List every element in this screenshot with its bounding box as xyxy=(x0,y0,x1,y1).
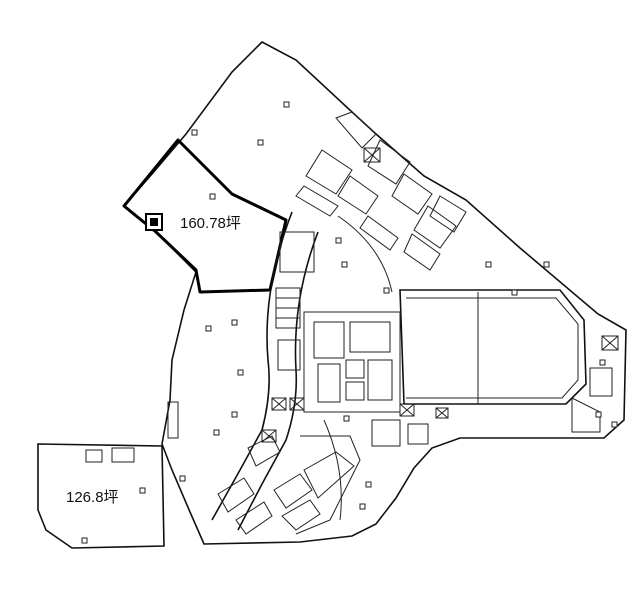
lower-wing-frame xyxy=(295,435,361,535)
main-hall xyxy=(399,289,587,405)
left-column-strip xyxy=(167,401,179,439)
left-unit-fixture-1 xyxy=(111,447,135,463)
inner-arc-right xyxy=(337,215,393,293)
lower-wing-rooms xyxy=(217,435,355,535)
wing-rooms xyxy=(305,111,467,271)
inner-ring-inner xyxy=(237,231,319,531)
right-lower-rooms xyxy=(371,367,613,447)
core-room-2 xyxy=(349,321,391,353)
elev-left xyxy=(277,339,301,371)
unit-a-outline xyxy=(122,138,288,294)
core-room-3 xyxy=(317,363,341,403)
core-room-5 xyxy=(367,359,393,401)
wing-corridor xyxy=(295,185,399,251)
inner-ring-outer xyxy=(211,211,293,521)
shaft-group xyxy=(261,147,619,443)
unit-a-area-label: 160.78坪 xyxy=(180,215,241,232)
core-room-6 xyxy=(345,381,365,401)
unit-b-outline xyxy=(37,443,165,549)
core-room-1 xyxy=(313,321,345,359)
core-block xyxy=(303,311,401,413)
wc-left xyxy=(279,231,315,273)
inner-arc-lower xyxy=(323,419,342,521)
left-unit-fixture-2 xyxy=(85,449,103,463)
structural-columns xyxy=(81,101,618,544)
unit-a-shaft-fill xyxy=(150,218,158,226)
main-hall-inner xyxy=(406,297,579,399)
unit-b-area-label: 126.8坪 xyxy=(66,489,119,506)
core-room-4 xyxy=(345,359,365,379)
